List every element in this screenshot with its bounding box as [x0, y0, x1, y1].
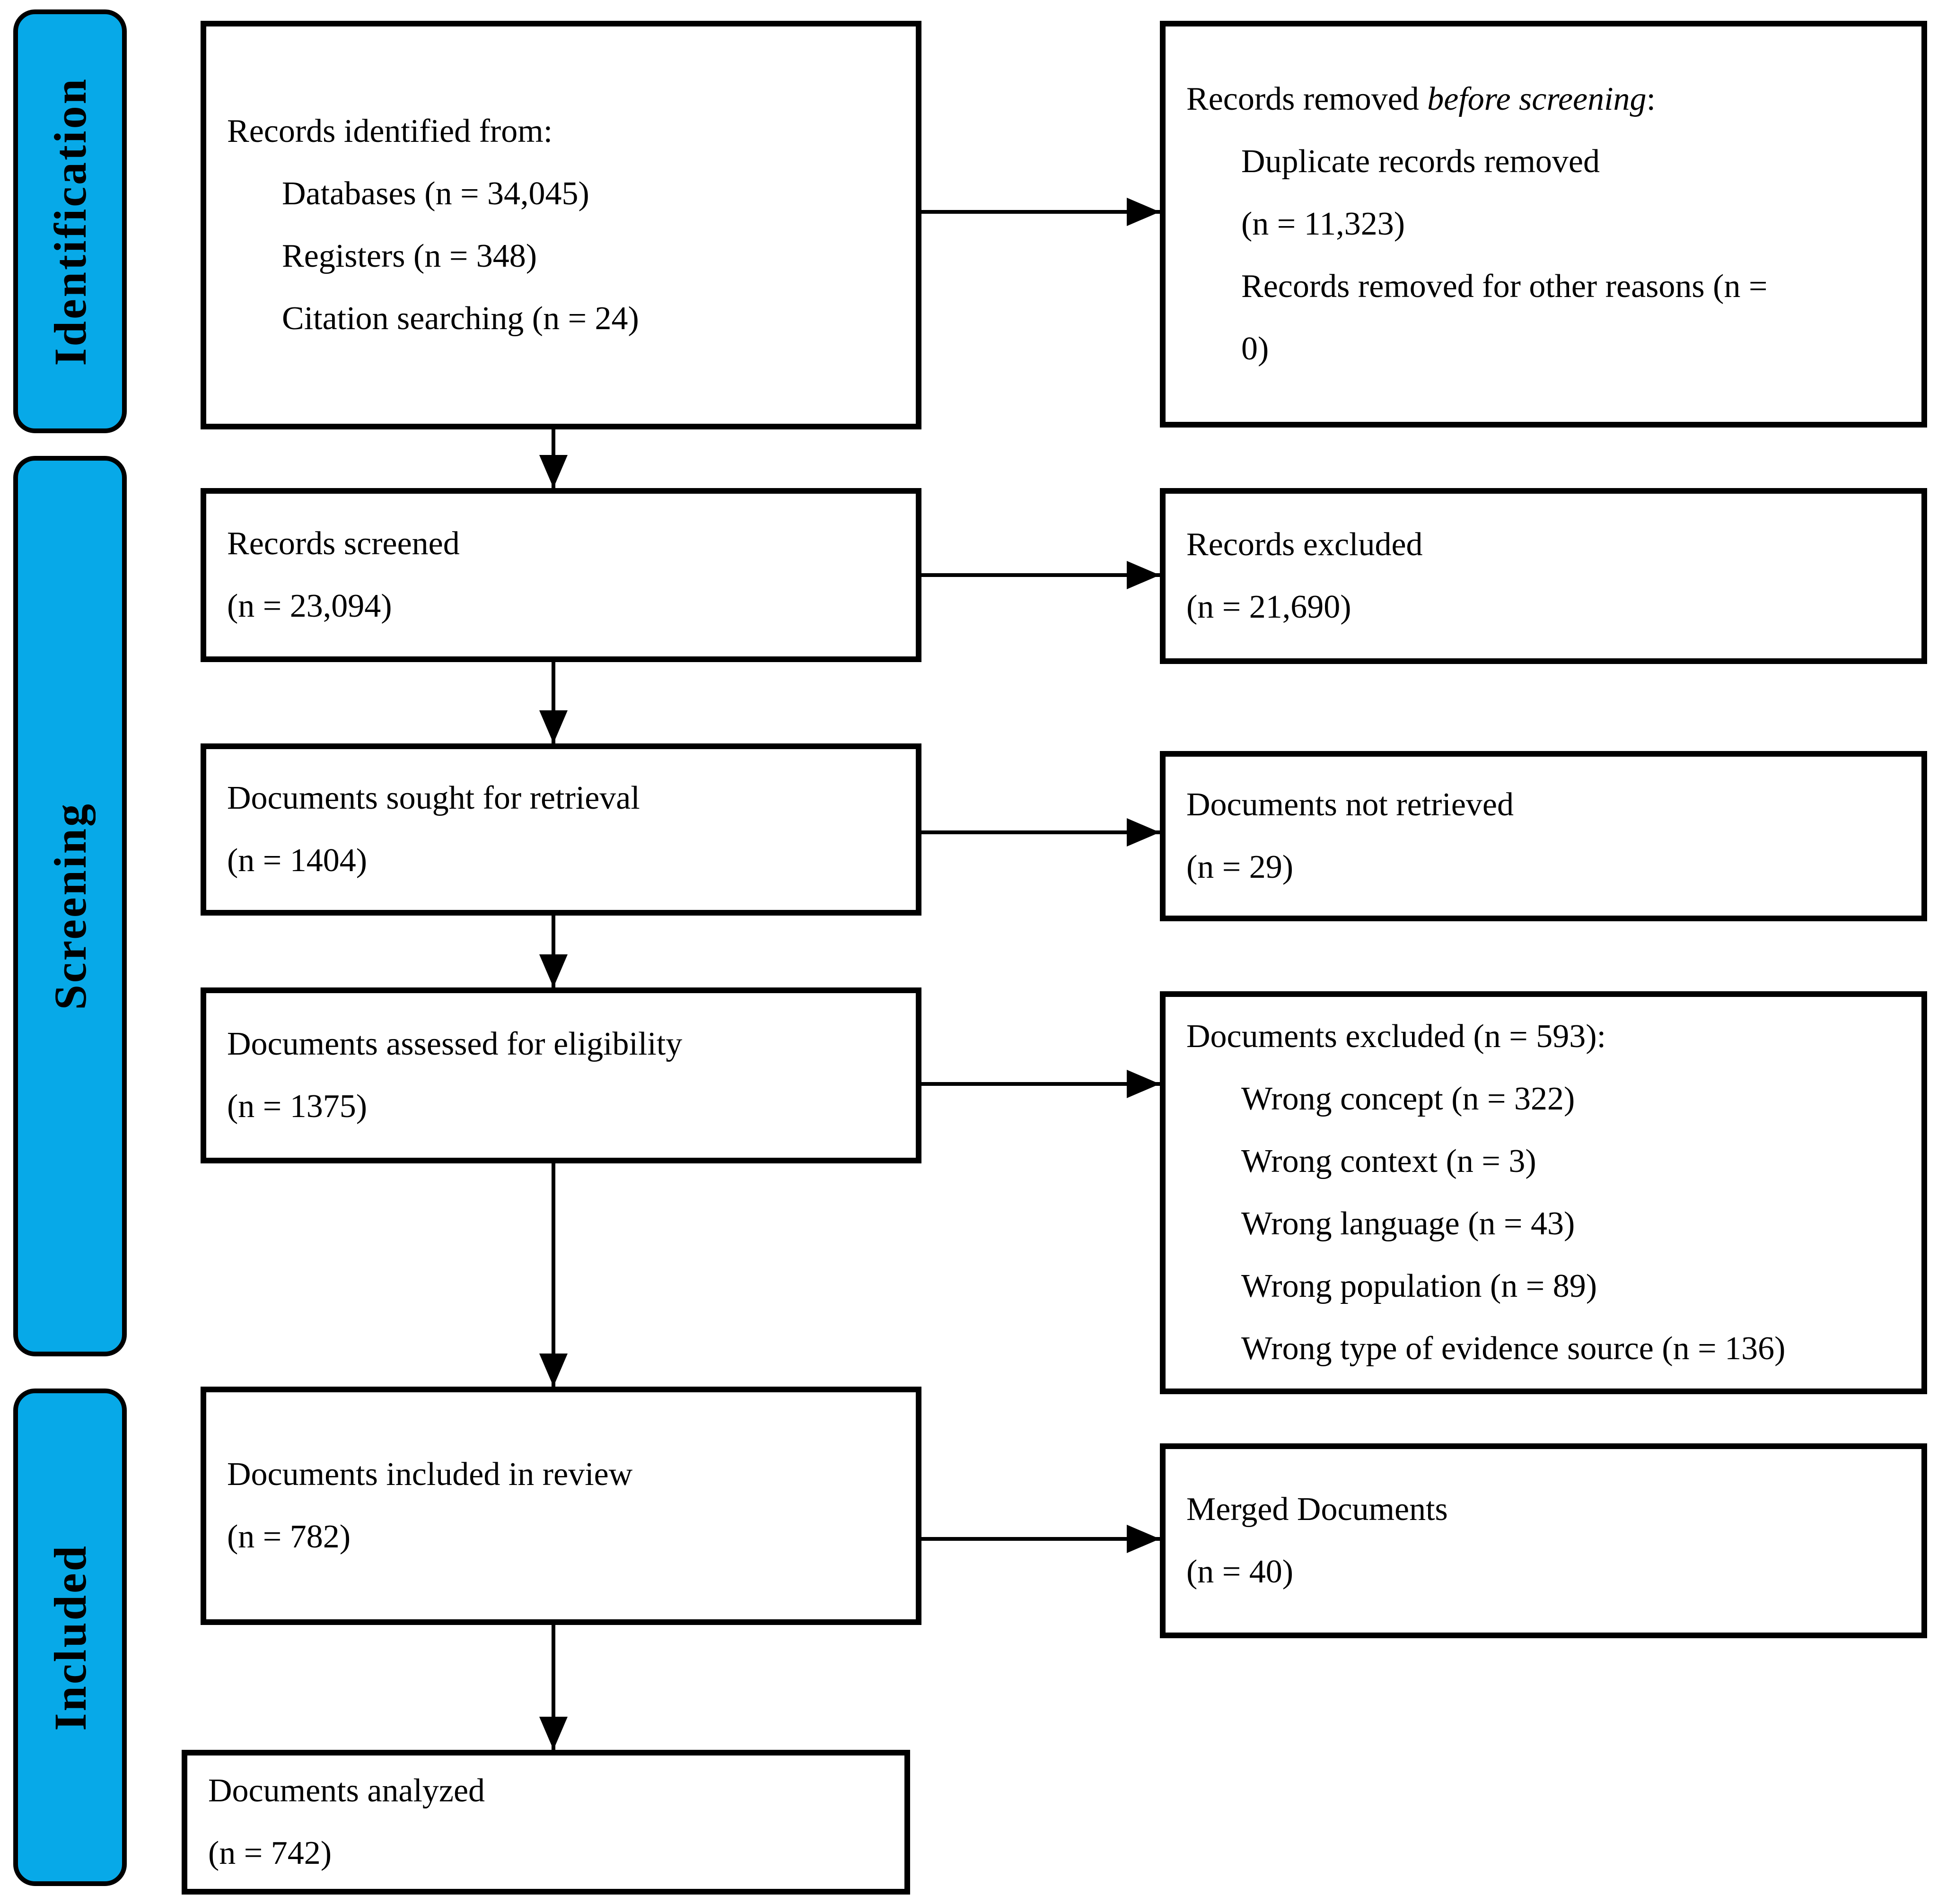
stage-bar-identification: Identification [13, 9, 127, 433]
box-documents-analyzed: Documents analyzed (n = 742) [182, 1750, 910, 1895]
box-line: (n = 11,323) [1241, 206, 1405, 242]
box-title-italic: before screening [1427, 81, 1647, 117]
box-line: (n = 1404) [227, 842, 368, 879]
box-line: (n = 21,690) [1186, 589, 1351, 625]
box-line: (n = 742) [208, 1835, 332, 1871]
box-line: Merged Documents [1186, 1491, 1448, 1528]
box-line: Duplicate records removed [1241, 143, 1600, 180]
box-documents-excluded: Documents excluded (n = 593): Wrong conc… [1160, 991, 1927, 1394]
box-documents-included: Documents included in review (n = 782) [201, 1387, 921, 1625]
box-line: Documents included in review [227, 1456, 633, 1493]
box-line: Wrong population (n = 89) [1241, 1268, 1597, 1304]
box-line: Databases (n = 34,045) [282, 175, 589, 212]
box-line: (n = 23,094) [227, 588, 392, 624]
box-line: Documents not retrieved [1186, 786, 1514, 823]
box-line: Registers (n = 348) [282, 238, 537, 274]
box-title: Records removed before screening: [1186, 68, 1904, 131]
box-records-removed: Records removed before screening: Duplic… [1160, 21, 1927, 428]
box-line: Records screened [227, 525, 460, 562]
box-documents-sought: Documents sought for retrieval (n = 1404… [201, 743, 921, 916]
box-title: Documents excluded (n = 593): [1186, 1018, 1606, 1055]
box-line: 0) [1241, 331, 1269, 367]
box-title-text: Records removed [1186, 81, 1428, 117]
stage-label-identification: Identification [44, 77, 96, 366]
stage-bar-screening: Screening [13, 456, 127, 1356]
box-title-colon: : [1646, 81, 1656, 117]
box-line: (n = 29) [1186, 849, 1294, 885]
box-line: Wrong language (n = 43) [1241, 1205, 1575, 1242]
box-line: Wrong type of evidence source (n = 136) [1241, 1330, 1786, 1367]
box-line: Citation searching (n = 24) [282, 300, 639, 337]
box-line: Documents analyzed [208, 1773, 485, 1809]
box-records-screened: Records screened (n = 23,094) [201, 488, 921, 662]
box-line: Records excluded [1186, 526, 1423, 563]
box-title: Records identified from: [227, 113, 553, 149]
box-records-excluded: Records excluded (n = 21,690) [1160, 488, 1927, 664]
stage-label-included: Included [44, 1544, 96, 1731]
box-merged-documents: Merged Documents (n = 40) [1160, 1443, 1927, 1638]
box-line: (n = 40) [1186, 1554, 1294, 1590]
box-documents-not-retrieved: Documents not retrieved (n = 29) [1160, 751, 1927, 921]
box-line: Documents assessed for eligibility [227, 1026, 683, 1062]
stage-bar-included: Included [13, 1389, 127, 1886]
box-line: Wrong concept (n = 322) [1241, 1081, 1575, 1117]
box-documents-assessed: Documents assessed for eligibility (n = … [201, 987, 921, 1163]
box-line: (n = 1375) [227, 1088, 368, 1125]
box-line: Wrong context (n = 3) [1241, 1143, 1536, 1179]
box-line: (n = 782) [227, 1519, 351, 1555]
box-line: Records removed for other reasons (n = [1241, 268, 1768, 305]
box-line: Documents sought for retrieval [227, 780, 640, 816]
stage-label-screening: Screening [44, 802, 96, 1010]
box-records-identified: Records identified from: Databases (n = … [201, 21, 921, 429]
